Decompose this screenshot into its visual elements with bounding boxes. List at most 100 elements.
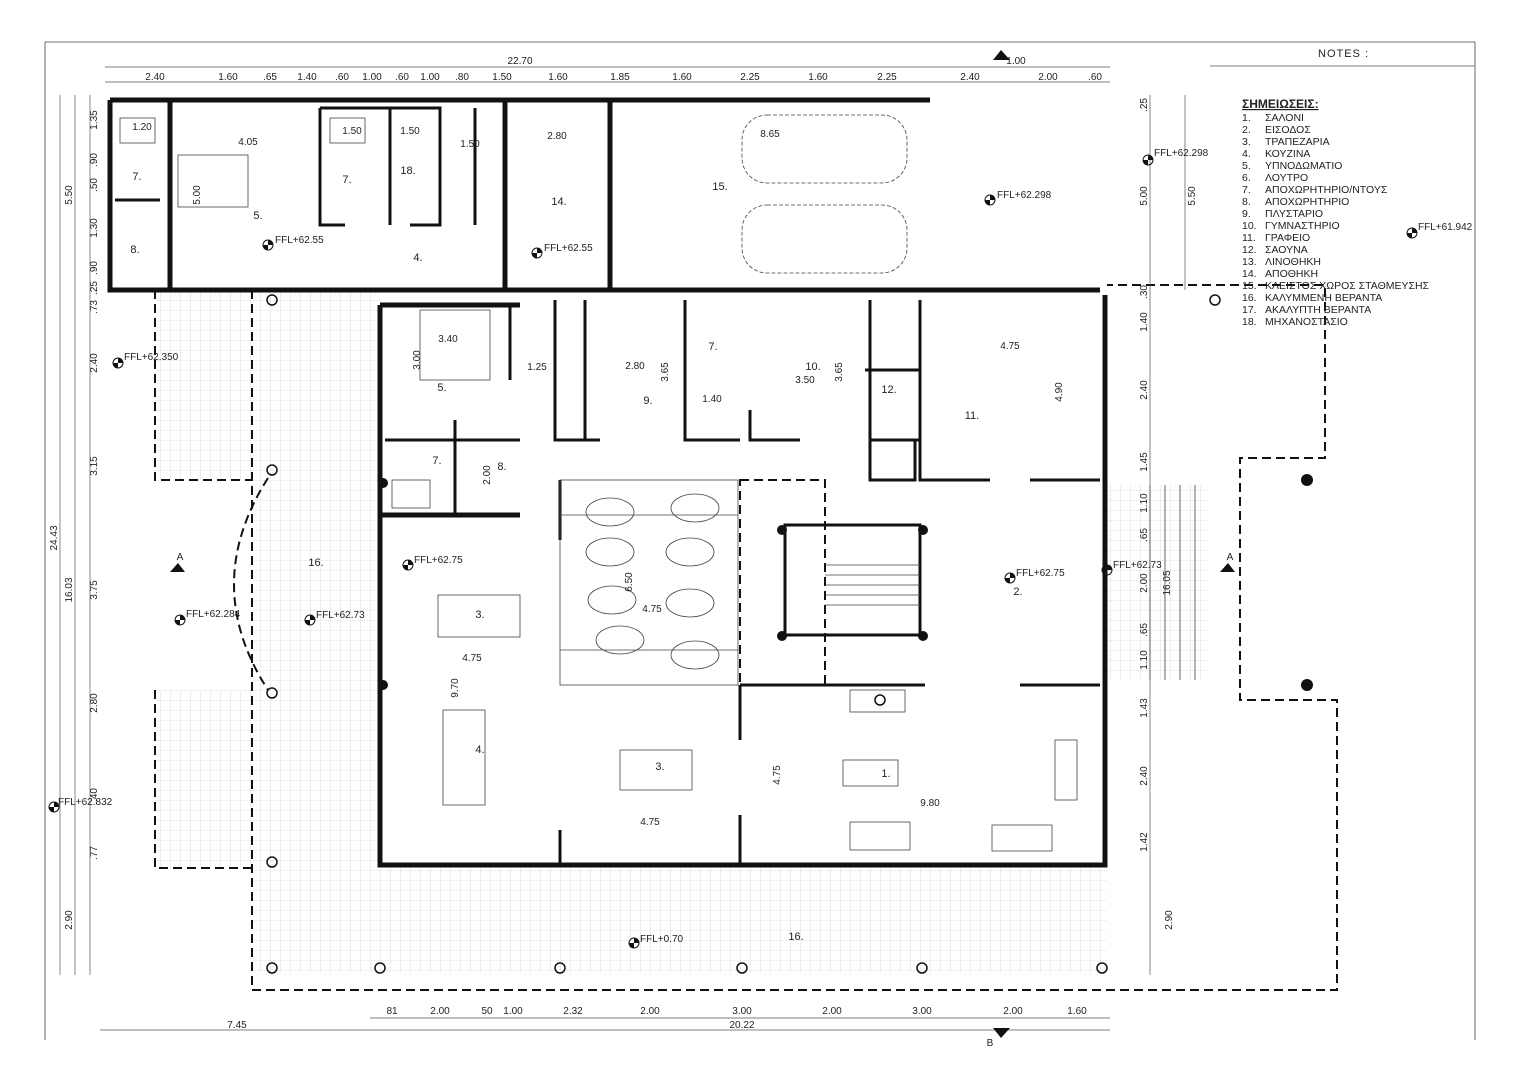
legend-item-label: ΛΙΝΟΘΗΚΗ xyxy=(1265,256,1321,268)
level-icon xyxy=(1102,565,1112,575)
dim-right: 1.43 xyxy=(1139,698,1150,718)
level-marker: FFL+62.55 xyxy=(531,243,593,259)
legend-item-label: ΤΡΑΠΕΖΑΡΙΑ xyxy=(1265,136,1330,148)
legend-item-label: ΚΟΥΖΙΝΑ xyxy=(1265,148,1310,160)
dim-inner: 4.90 xyxy=(1054,382,1065,402)
dim-bottom: 2.00 xyxy=(822,1006,842,1017)
dim-left: .25 xyxy=(89,281,100,295)
level-label: FFL+62.75 xyxy=(1016,568,1065,579)
dim-top: .60 xyxy=(335,72,349,83)
level-label: FFL+62.73 xyxy=(316,610,365,621)
dim-top: 1.00 xyxy=(420,72,440,83)
dim-inner: 2.00 xyxy=(482,465,493,485)
dim-right: .25 xyxy=(1139,98,1150,112)
legend-item-num: 16. xyxy=(1242,292,1257,304)
dim-bottom: 2.00 xyxy=(640,1006,660,1017)
notes-legend: ΣΗΜΕΙΩΣΕΙΣ: 1. ΣΑΛΟΝΙ 2. ΕΙΣΟΔΟΣ 3. ΤΡΑΠ… xyxy=(1242,97,1430,328)
room-label: 8. xyxy=(130,244,139,256)
veranda-areas xyxy=(155,290,1207,972)
section-arrow-icon xyxy=(1220,563,1235,572)
dim-top: 2.00 xyxy=(1038,72,1058,83)
dim-top: 1.60 xyxy=(548,72,568,83)
dim-left: 3.15 xyxy=(89,456,100,476)
legend-item: 12. ΣΑΟΥΝΑ xyxy=(1242,244,1308,256)
dim-inner: 1.40 xyxy=(702,394,722,405)
level-marker: FFL+62.298 xyxy=(1142,148,1209,166)
room-label: 10. xyxy=(805,361,820,373)
dim-top: 1.60 xyxy=(808,72,828,83)
legend-item-label: ΣΑΟΥΝΑ xyxy=(1265,244,1308,256)
dim-left: 3.75 xyxy=(89,580,100,600)
dim-left: .77 xyxy=(89,846,100,860)
dim-left: 2.40 xyxy=(89,353,100,373)
dim-top-section: 1.00 xyxy=(1006,56,1026,67)
room-label: 14. xyxy=(551,196,566,208)
room-label: 8. xyxy=(497,461,506,473)
sheet-frame xyxy=(44,41,1476,1040)
legend-item-num: 10. xyxy=(1242,220,1257,232)
room-label: 2. xyxy=(1013,586,1022,598)
dim-top: .60 xyxy=(1088,72,1102,83)
dim-top: 1.60 xyxy=(672,72,692,83)
dim-top-chain: 2.40 1.60 .65 1.40 .60 1.00 .60 1.00 .80… xyxy=(145,72,1102,83)
dim-left: 1.35 xyxy=(89,110,100,130)
dim-inner: 3.65 xyxy=(834,362,845,382)
level-marker: FFL+62.73 xyxy=(1101,560,1162,576)
dim-bottom: 2.00 xyxy=(430,1006,450,1017)
legend-item-num: 8. xyxy=(1242,196,1251,208)
dim-right: 1.42 xyxy=(1139,832,1150,852)
legend-item-label: ΛΟΥΤΡΟ xyxy=(1265,172,1308,184)
section-arrow-icon xyxy=(993,50,1010,60)
dim-inner: 4.75 xyxy=(642,604,662,615)
level-icon xyxy=(403,560,413,570)
dim-inner: 4.05 xyxy=(238,137,258,148)
dim-bottom: 81 xyxy=(386,1006,398,1017)
dim-right: 2.00 xyxy=(1139,573,1150,593)
dim-top-total: 22.70 xyxy=(507,56,532,67)
dim-right: 2.40 xyxy=(1139,380,1150,400)
dim-top: 2.25 xyxy=(740,72,760,83)
level-icon xyxy=(49,802,59,812)
dim-bottom: 3.00 xyxy=(732,1006,752,1017)
dim-top: 2.40 xyxy=(145,72,165,83)
section-a-left: A xyxy=(177,552,184,563)
legend-item-label: ΓΥΜΝΑΣΤΗΡΙΟ xyxy=(1265,220,1340,232)
level-label: FFL+61.942 xyxy=(1418,222,1473,233)
dim-right: 1.45 xyxy=(1139,452,1150,472)
dim-top: 1.40 xyxy=(297,72,317,83)
dim-left: .40 xyxy=(89,788,100,802)
dim-top: .65 xyxy=(263,72,277,83)
dim-inner: 4.75 xyxy=(1000,341,1020,352)
dim-right: .30 xyxy=(1139,285,1150,299)
legend-item-label: ΚΑΛΥΜΜΕΝΗ ΒΕΡΑΝΤΑ xyxy=(1265,292,1382,304)
legend-item: 7. ΑΠΟΧΩΡΗΤΗΡΙΟ/ΝΤΟΥΣ xyxy=(1242,184,1388,196)
legend-item: 8. ΑΠΟΧΩΡΗΤΗΡΙΟ xyxy=(1242,196,1349,208)
legend-item-num: 17. xyxy=(1242,304,1257,316)
level-label: FFL+62.832 xyxy=(58,797,113,808)
dim-bottom-chain: 81 2.00 50 1.00 2.32 2.00 3.00 2.00 3.00… xyxy=(227,1006,1087,1031)
dim-inner: 1.20 xyxy=(132,122,152,133)
dim-left: .50 xyxy=(89,178,100,192)
dim-bottom: 2.00 xyxy=(1003,1006,1023,1017)
legend-item-num: 6. xyxy=(1242,172,1251,184)
dim-left: .90 xyxy=(89,261,100,275)
level-label: FFL+62.73 xyxy=(1113,560,1162,571)
dim-right-sub: 16.05 xyxy=(1162,570,1173,595)
legend-item-label: ΕΙΣΟΔΟΣ xyxy=(1265,124,1311,136)
legend-item: 11. ΓΡΑΦΕΙΟ xyxy=(1242,232,1310,244)
level-icon xyxy=(305,615,315,625)
legend-item-label: ΣΑΛΟΝΙ xyxy=(1265,112,1304,124)
room-label: 16. xyxy=(308,557,323,569)
legend-item-label: ΑΚΑΛΥΠΤΗ ΒΕΡΑΝΤΑ xyxy=(1265,304,1371,316)
level-icon xyxy=(263,240,273,250)
level-marker: FFL+62.75 xyxy=(402,555,463,571)
dim-top: .60 xyxy=(395,72,409,83)
room-label: 5. xyxy=(253,210,262,222)
level-icon xyxy=(629,938,639,948)
level-marker: FFL+61.942 xyxy=(1406,222,1473,239)
legend-item: 2. ΕΙΣΟΔΟΣ xyxy=(1242,124,1311,136)
dim-inner: 2.80 xyxy=(547,131,567,142)
dim-top: 2.40 xyxy=(960,72,980,83)
legend-item: 14. ΑΠΟΘΗΚΗ xyxy=(1242,268,1318,280)
